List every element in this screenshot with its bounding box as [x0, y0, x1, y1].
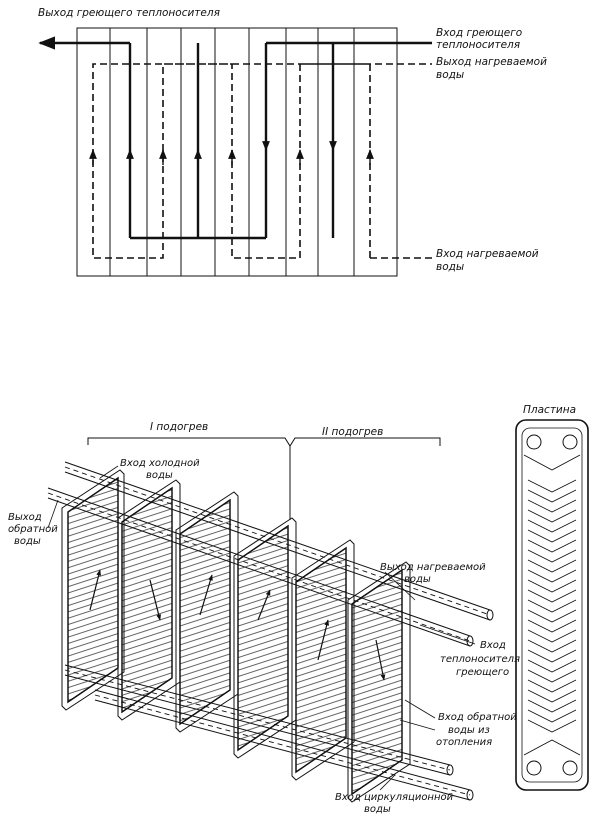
plate-6 — [351, 568, 403, 796]
stage-brackets — [87, 437, 441, 520]
label-return-out-3: воды — [14, 536, 41, 547]
label-heated-out-1: Выход нагреваемой — [380, 562, 486, 573]
label-hot-in-1: Вход — [480, 640, 506, 651]
label-hot-in-1: Вход греющего — [436, 27, 522, 39]
plate-1 — [67, 476, 119, 704]
label-return-in-3: отопления — [436, 737, 492, 748]
heated-water-path — [92, 63, 432, 259]
label-heated-in-1: Вход нагреваемой — [436, 248, 539, 260]
heating-medium-path — [38, 36, 432, 240]
label-plate: Пластина — [523, 404, 576, 416]
label-return-out-2: обратной — [8, 523, 58, 535]
label-cold-in-1: Вход холодной — [120, 458, 200, 469]
leader-lines — [47, 465, 476, 791]
label-return-in-2: воды из — [448, 725, 490, 736]
plate-3 — [179, 498, 231, 726]
label-heated-in-2: воды — [436, 261, 464, 273]
label-heated-out-2: воды — [404, 574, 431, 585]
plate-frames — [61, 469, 411, 803]
label-heated-out-2: воды — [436, 69, 464, 81]
heating-flow-arrows — [126, 135, 337, 165]
exchanger-plates — [67, 476, 403, 796]
label-return-in-1: Вход обратной — [438, 711, 517, 723]
plate-4 — [237, 524, 289, 752]
label-circ-in-2: воды — [364, 804, 391, 815]
flow-scheme: Выход греющего теплоносителя Вход греюще… — [38, 7, 547, 277]
label-hot-out: Выход греющего теплоносителя — [38, 7, 220, 19]
label-heated-out-1: Выход нагреваемой — [436, 56, 547, 68]
plate-5 — [295, 546, 347, 774]
label-circ-in-1: Вход циркуляционной — [335, 792, 454, 803]
scheme-plates — [76, 27, 398, 277]
heated-flow-arrows — [89, 149, 374, 165]
label-stage-2: II подогрев — [322, 426, 383, 438]
label-stage-1: I подогрев — [150, 421, 208, 433]
label-hot-in-2: теплоносителя — [440, 654, 520, 665]
label-hot-in-2: теплоносителя — [436, 39, 520, 51]
label-return-out-1: Выход — [8, 512, 42, 523]
exchanger-drawing: I подогрев II подогрев — [8, 404, 589, 815]
single-plate — [515, 419, 589, 791]
plate-2 — [121, 486, 173, 714]
label-hot-in-3: греющего — [456, 667, 509, 678]
label-cold-in-2: воды — [146, 470, 173, 481]
plate-chevrons — [527, 479, 577, 733]
